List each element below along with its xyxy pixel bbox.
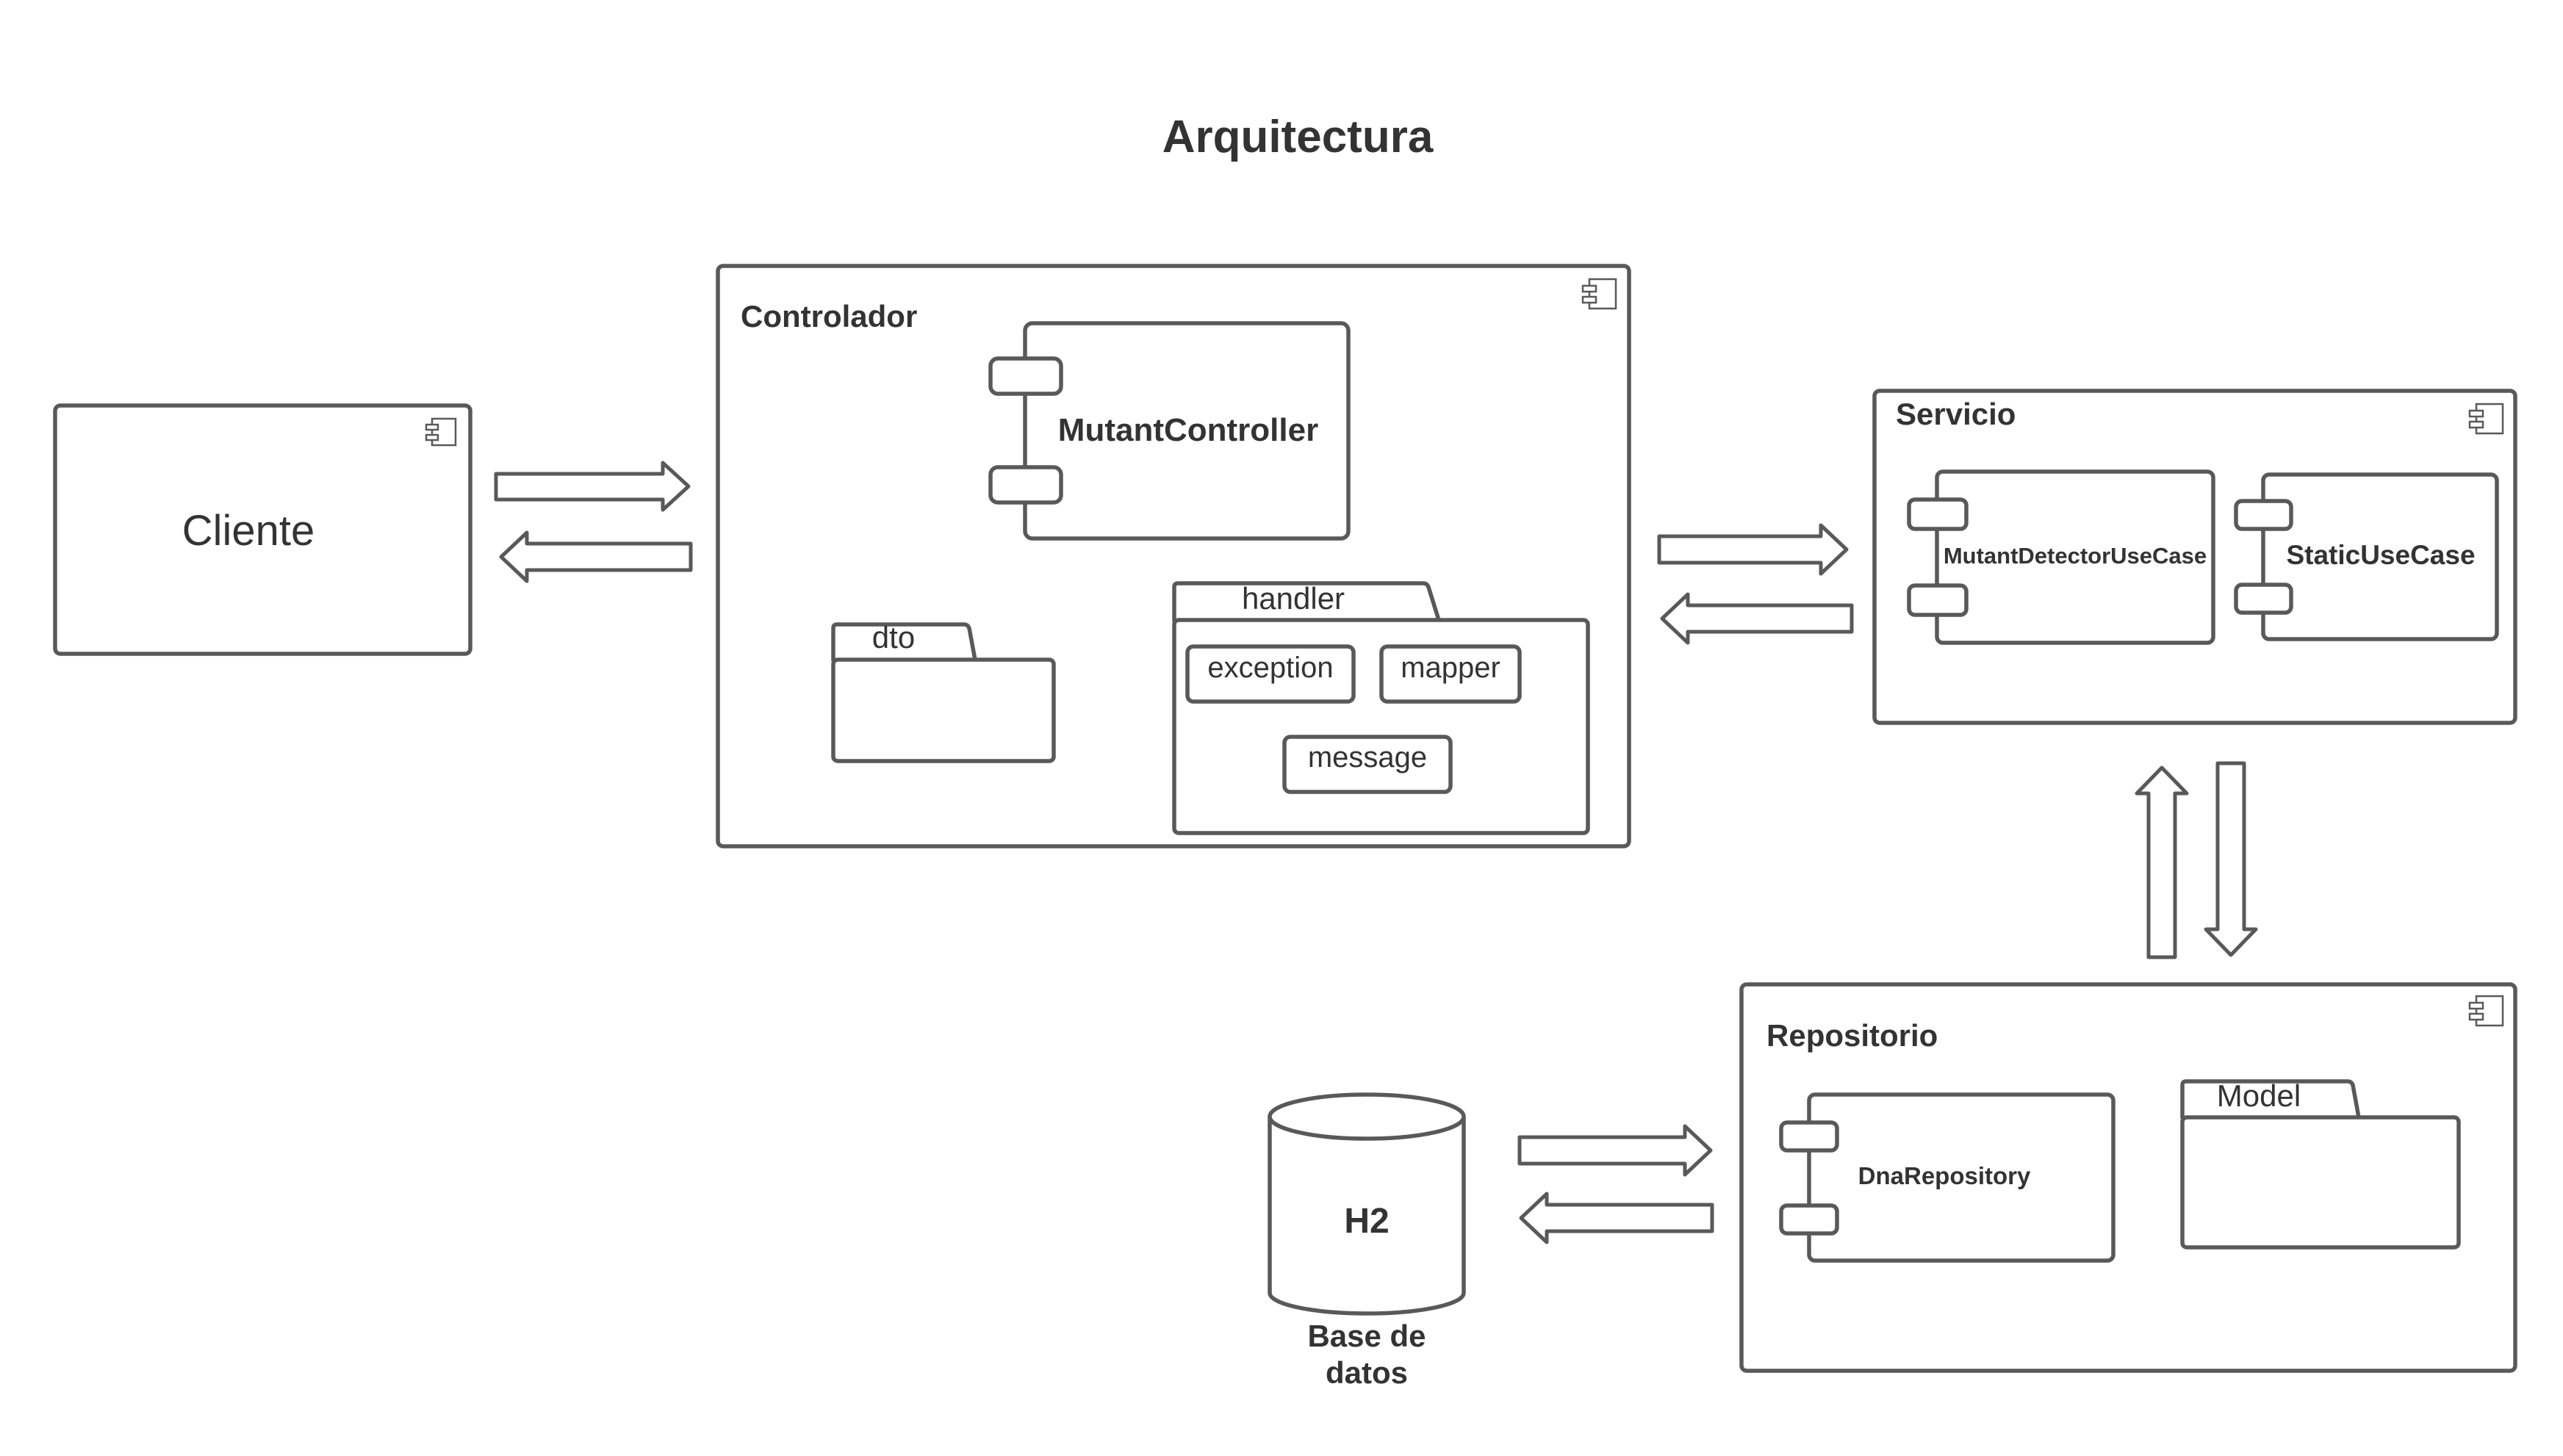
diagram-title: Arquitectura: [1162, 112, 1434, 162]
arrow-left-icon: [499, 530, 693, 583]
component-icon: [2468, 403, 2504, 435]
dto-package[interactable]: dto: [831, 620, 1056, 763]
servicio-label: Servicio: [1896, 397, 2016, 431]
repositorio-label: Repositorio: [1766, 1018, 1938, 1053]
mutant-detector-usecase-component[interactable]: MutantDetectorUseCase: [1907, 469, 2215, 645]
handler-label: handler: [1242, 581, 1345, 616]
cliente-label: Cliente: [182, 507, 315, 555]
servicio-component[interactable]: Servicio MutantDetectorUseCase StaticUse…: [1872, 389, 2517, 725]
h2-database[interactable]: H2: [1268, 1092, 1466, 1316]
repositorio-component[interactable]: Repositorio DnaRepository Model: [1739, 982, 2517, 1373]
dna-repository-label: DnaRepository: [1858, 1162, 2031, 1189]
mapper-package[interactable]: mapper: [1379, 644, 1522, 704]
dna-repository-component[interactable]: DnaRepository: [1779, 1092, 2116, 1263]
static-usecase-label: StaticUseCase: [2286, 540, 2475, 570]
arrow-left-icon: [1660, 592, 1854, 645]
arrow-up-icon: [2135, 765, 2189, 959]
arrow-right-icon: [494, 461, 691, 512]
arrow-right-icon: [1657, 523, 1849, 576]
controlador-label: Controlador: [741, 299, 917, 334]
mutant-controller-component[interactable]: MutantController: [988, 321, 1351, 541]
arrow-left-icon: [1519, 1192, 1714, 1244]
arrow-down-icon: [2204, 761, 2258, 957]
controlador-component[interactable]: Controlador MutantController dto handler…: [716, 264, 1631, 848]
handler-package[interactable]: handler exception mapper message: [1172, 581, 1590, 835]
cliente-component[interactable]: Cliente: [53, 403, 472, 656]
database-caption-line1: Base de: [1307, 1319, 1426, 1353]
component-icon: [425, 417, 457, 447]
component-icon: [1581, 278, 1617, 310]
message-label: message: [1308, 741, 1427, 774]
mutant-controller-label: MutantController: [1058, 412, 1318, 448]
mutant-detector-usecase-label: MutantDetectorUseCase: [1944, 543, 2207, 569]
database-name: H2: [1344, 1202, 1389, 1241]
model-package[interactable]: Model: [2180, 1078, 2461, 1250]
exception-package[interactable]: exception: [1185, 644, 1356, 704]
dto-label: dto: [872, 620, 915, 655]
message-package[interactable]: message: [1282, 735, 1453, 794]
component-icon: [2468, 995, 2504, 1027]
exception-label: exception: [1207, 652, 1333, 684]
mapper-label: mapper: [1401, 652, 1500, 684]
model-label: Model: [2217, 1078, 2301, 1113]
static-usecase-component[interactable]: StaticUseCase: [2234, 472, 2499, 641]
database-caption-line2: datos: [1326, 1355, 1408, 1390]
arrow-right-icon: [1517, 1124, 1713, 1177]
